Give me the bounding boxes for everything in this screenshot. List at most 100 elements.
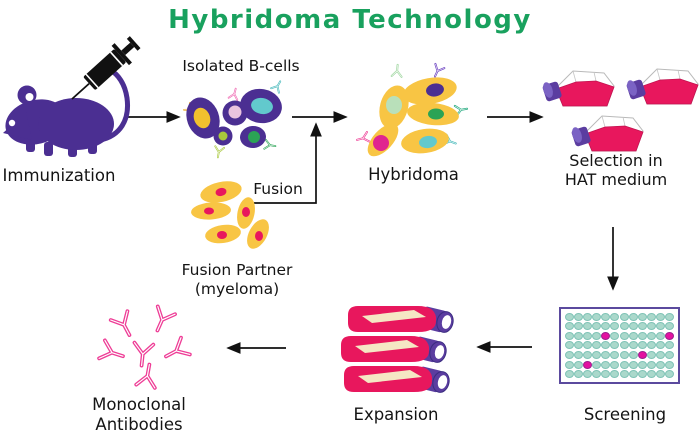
b-cell [240, 125, 278, 152]
well [601, 341, 611, 350]
expansion-flasks-illustration [340, 305, 456, 395]
well [655, 351, 665, 360]
stacked-flask-icon [340, 335, 449, 365]
well [619, 360, 629, 369]
flask-icon [569, 115, 644, 152]
well [592, 331, 602, 340]
well [655, 360, 665, 369]
hybridoma-cell [354, 123, 399, 157]
well [628, 341, 638, 350]
well [601, 360, 611, 369]
well [592, 370, 602, 379]
positive-well [583, 360, 593, 369]
well [655, 312, 665, 321]
well [565, 341, 575, 350]
well [664, 370, 674, 379]
well [565, 360, 575, 369]
well [646, 351, 656, 360]
hybridoma-label: Hybridoma [368, 165, 459, 184]
positive-well [664, 331, 674, 340]
antibody-icon [108, 309, 140, 342]
well [619, 370, 629, 379]
flask-icon [540, 70, 615, 107]
well [610, 331, 620, 340]
mouse-eye [8, 119, 16, 127]
well [592, 312, 602, 321]
well [664, 312, 674, 321]
well [610, 312, 620, 321]
well [610, 341, 620, 350]
well [637, 341, 647, 350]
well [646, 341, 656, 350]
hybridoma-cell [401, 128, 459, 154]
well [583, 331, 593, 340]
positive-well [637, 351, 647, 360]
stacked-flask-icon [343, 365, 452, 395]
well [574, 312, 584, 321]
b-cell [212, 126, 233, 160]
arrow-fusion-elbow [254, 122, 322, 204]
well [664, 351, 674, 360]
well [664, 360, 674, 369]
antibody-icon [97, 338, 128, 368]
monoclonal-antibodies-label: Monoclonal Antibodies [92, 395, 186, 434]
well [601, 351, 611, 360]
well [583, 341, 593, 350]
screening-plate [559, 307, 680, 384]
well [628, 322, 638, 331]
antibody-icon [134, 361, 161, 390]
well [574, 341, 584, 350]
well [619, 312, 629, 321]
well [655, 322, 665, 331]
myeloma-cells-illustration [191, 181, 269, 249]
well [664, 322, 674, 331]
well [646, 370, 656, 379]
well [592, 360, 602, 369]
well [583, 312, 593, 321]
myeloma-cell [200, 181, 242, 203]
well [583, 322, 593, 331]
well [628, 360, 638, 369]
hat-flasks-illustration [540, 68, 699, 152]
well [628, 312, 638, 321]
well [574, 370, 584, 379]
well [637, 312, 647, 321]
well [610, 370, 620, 379]
positive-well [601, 331, 611, 340]
well [646, 331, 656, 340]
well [592, 341, 602, 350]
mouse-icon [3, 36, 141, 157]
hybridoma-cell [407, 102, 469, 126]
well [565, 351, 575, 360]
syringe-icon [71, 36, 141, 100]
well [610, 351, 620, 360]
well [655, 341, 665, 350]
hybridoma-cell [403, 62, 457, 105]
screening-label: Screening [583, 405, 667, 424]
well [637, 370, 647, 379]
flask-icon [624, 68, 699, 105]
well [592, 351, 602, 360]
well [637, 322, 647, 331]
mouse-snout [3, 112, 32, 140]
well [574, 360, 584, 369]
page-title: Hybridoma Technology [168, 5, 532, 35]
mouse-tail [97, 67, 131, 143]
fusion-label: Fusion [253, 180, 303, 198]
stacked-flask-icon [347, 305, 456, 335]
well [637, 331, 647, 340]
immunization-label: Immunization [2, 166, 116, 185]
hybridoma-cells-illustration [354, 62, 469, 157]
well [610, 322, 620, 331]
antibody-icon [146, 304, 177, 337]
well [601, 322, 611, 331]
hybridoma-cell [379, 63, 409, 129]
antibody-icon [159, 335, 192, 367]
well [619, 322, 629, 331]
well [601, 370, 611, 379]
well [646, 322, 656, 331]
myeloma-cell [205, 224, 241, 244]
well [646, 312, 656, 321]
b-cells-illustration [183, 78, 286, 160]
